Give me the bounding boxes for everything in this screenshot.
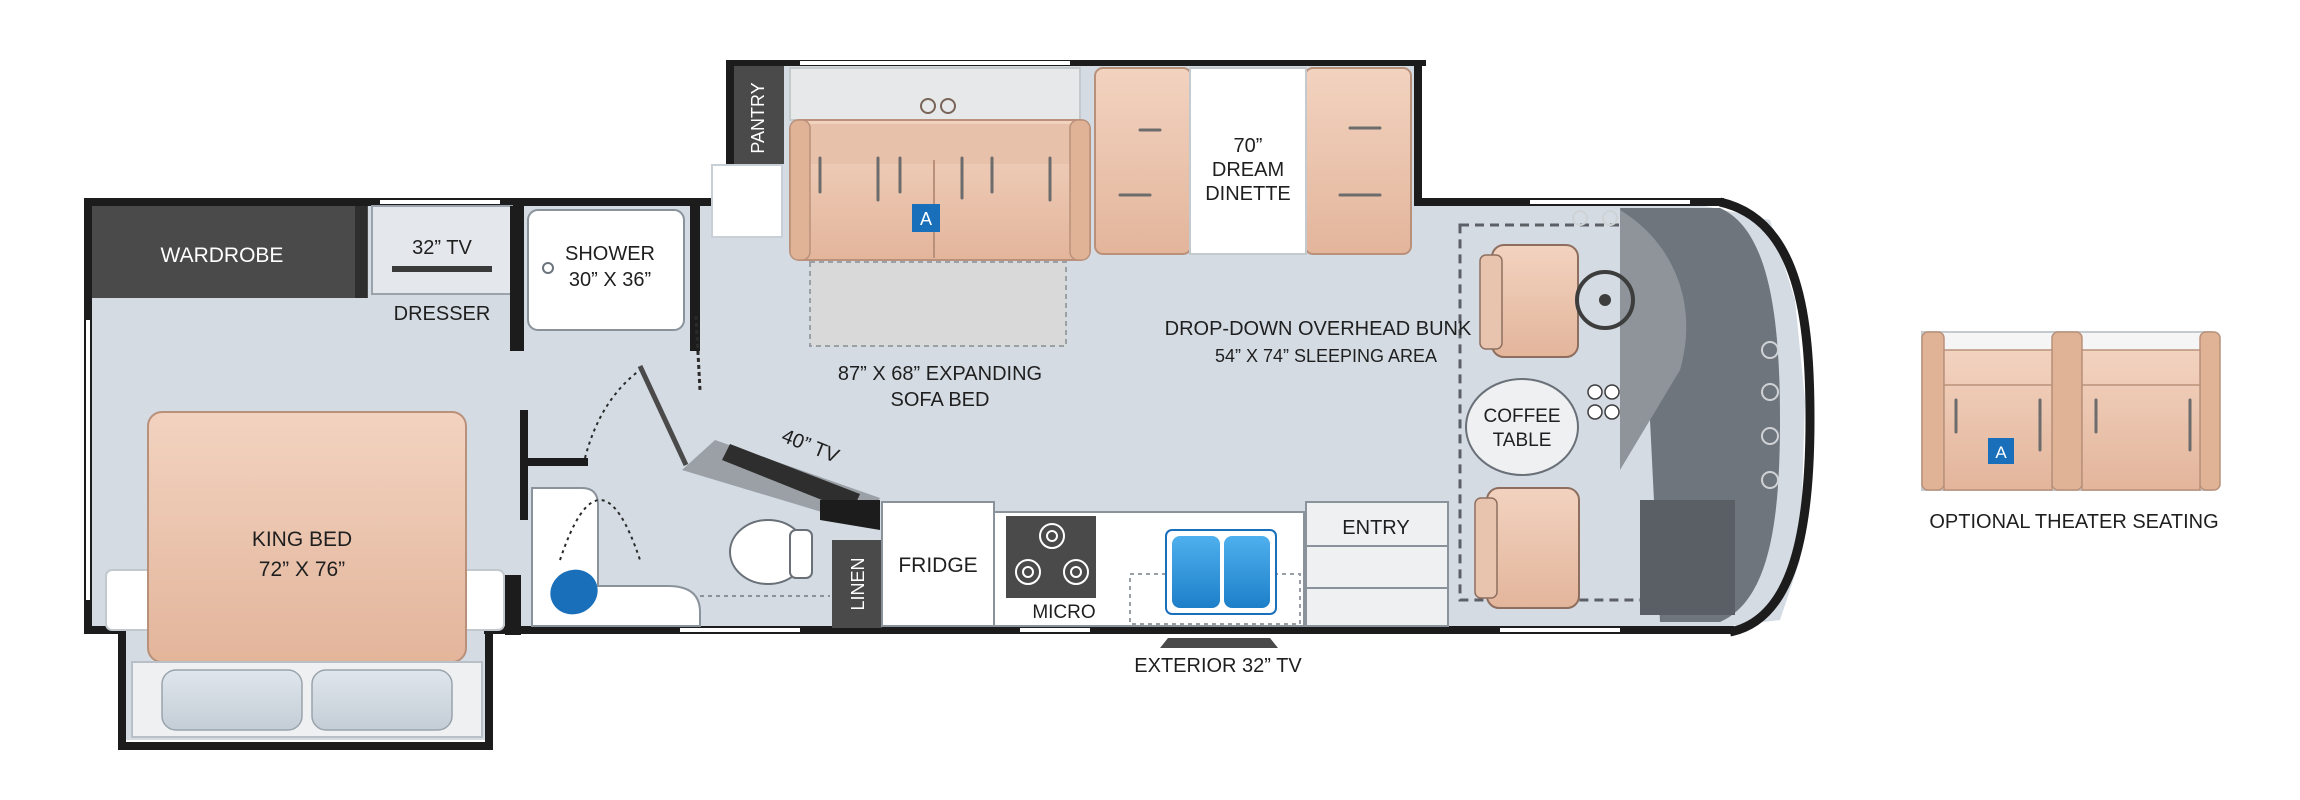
- sink-left-icon: [1172, 536, 1220, 608]
- king-bed-label: KING BED: [252, 528, 352, 551]
- coffee-table-label-line2: TABLE: [1493, 430, 1552, 451]
- dinette-size-label: 70”: [1234, 135, 1263, 157]
- sink-bowl-icon: [550, 569, 598, 615]
- optional-theater-seating: A OPTIONAL THEATER SEATING: [1921, 331, 2221, 533]
- driver-seat: [1491, 244, 1579, 358]
- steering-wheel-icon: [1575, 270, 1635, 330]
- king-bed: KING BED 72” X 76”: [105, 411, 505, 738]
- linen-label: LINEN: [848, 557, 868, 610]
- dresser: 32” TV DRESSER: [371, 205, 513, 325]
- sofa-recliner-handles: [818, 156, 1052, 202]
- pantry-label: PANTRY: [748, 82, 768, 153]
- bedroom-tv-label: 32” TV: [412, 237, 472, 259]
- coffee-table: [1465, 378, 1579, 476]
- coffee-table-label: COFFEE: [1483, 406, 1560, 427]
- wardrobe: WARDROBE: [92, 206, 368, 298]
- console-cupholders-icon: [1587, 384, 1620, 420]
- burner-icons: [1015, 523, 1089, 585]
- pillow-left: [161, 669, 303, 731]
- shower: SHOWER 30” X 36”: [510, 206, 700, 351]
- linen: LINEN: [832, 540, 882, 628]
- fridge: FRIDGE: [881, 501, 995, 627]
- sofa-bed: A: [789, 67, 1091, 347]
- entry-label: ENTRY: [1342, 517, 1409, 539]
- shower-label: SHOWER: [565, 243, 655, 265]
- wardrobe-label: WARDROBE: [161, 244, 284, 267]
- badge-a-optional-label: A: [1995, 443, 2007, 462]
- living-tv: 40” TV: [682, 425, 880, 530]
- entry: ENTRY: [1305, 501, 1449, 627]
- sofa-cupholder-icon: [940, 98, 956, 114]
- dresser-label: DRESSER: [394, 303, 491, 325]
- optional-seating-label: OPTIONAL THEATER SEATING: [1929, 511, 2218, 533]
- dinette-label-line2: DREAM: [1212, 159, 1284, 181]
- pillow-right: [311, 669, 453, 731]
- exterior-tv-label: EXTERIOR 32” TV: [1134, 655, 1302, 677]
- kitchen-counter: MICRO: [993, 511, 1305, 627]
- sofa-label-line2: SOFA BED: [891, 389, 990, 411]
- dashboard-gauges: [1572, 210, 1779, 489]
- dinette-label-line3: DINETTE: [1205, 183, 1291, 205]
- cockpit: COFFEE TABLE: [1458, 208, 1780, 622]
- dinette-handles: [1118, 126, 1382, 197]
- exterior-tv: EXTERIOR 32” TV: [1134, 638, 1302, 677]
- exterior-tv-icon: [1160, 638, 1278, 648]
- cooktop: [1006, 516, 1096, 598]
- dream-dinette: 70” DREAM DINETTE: [1094, 67, 1412, 255]
- bedroom-tv-icon: [392, 266, 492, 272]
- window-marks: [86, 61, 1690, 632]
- pantry: PANTRY: [711, 66, 784, 238]
- sofa-label: 87” X 68” EXPANDING: [838, 363, 1042, 385]
- sink-right-icon: [1224, 536, 1270, 608]
- passenger-seat: [1486, 487, 1580, 609]
- fridge-label: FRIDGE: [898, 554, 977, 577]
- bath-area: [505, 315, 830, 635]
- shower-drain-icon: [542, 262, 554, 274]
- king-bed-size-label: 72” X 76”: [259, 558, 345, 581]
- bunk-label: DROP-DOWN OVERHEAD BUNK: [1165, 318, 1472, 340]
- badge-a-label: A: [920, 209, 932, 229]
- micro-label: MICRO: [1032, 602, 1095, 623]
- badge-a: [912, 204, 940, 232]
- sofa-cupholder-icon: [920, 98, 936, 114]
- bunk-size-label: 54” X 74” SLEEPING AREA: [1215, 346, 1437, 366]
- shower-size-label: 30” X 36”: [569, 269, 651, 291]
- badge-a-optional: [1988, 438, 2014, 464]
- theater-handles: [1954, 398, 2192, 452]
